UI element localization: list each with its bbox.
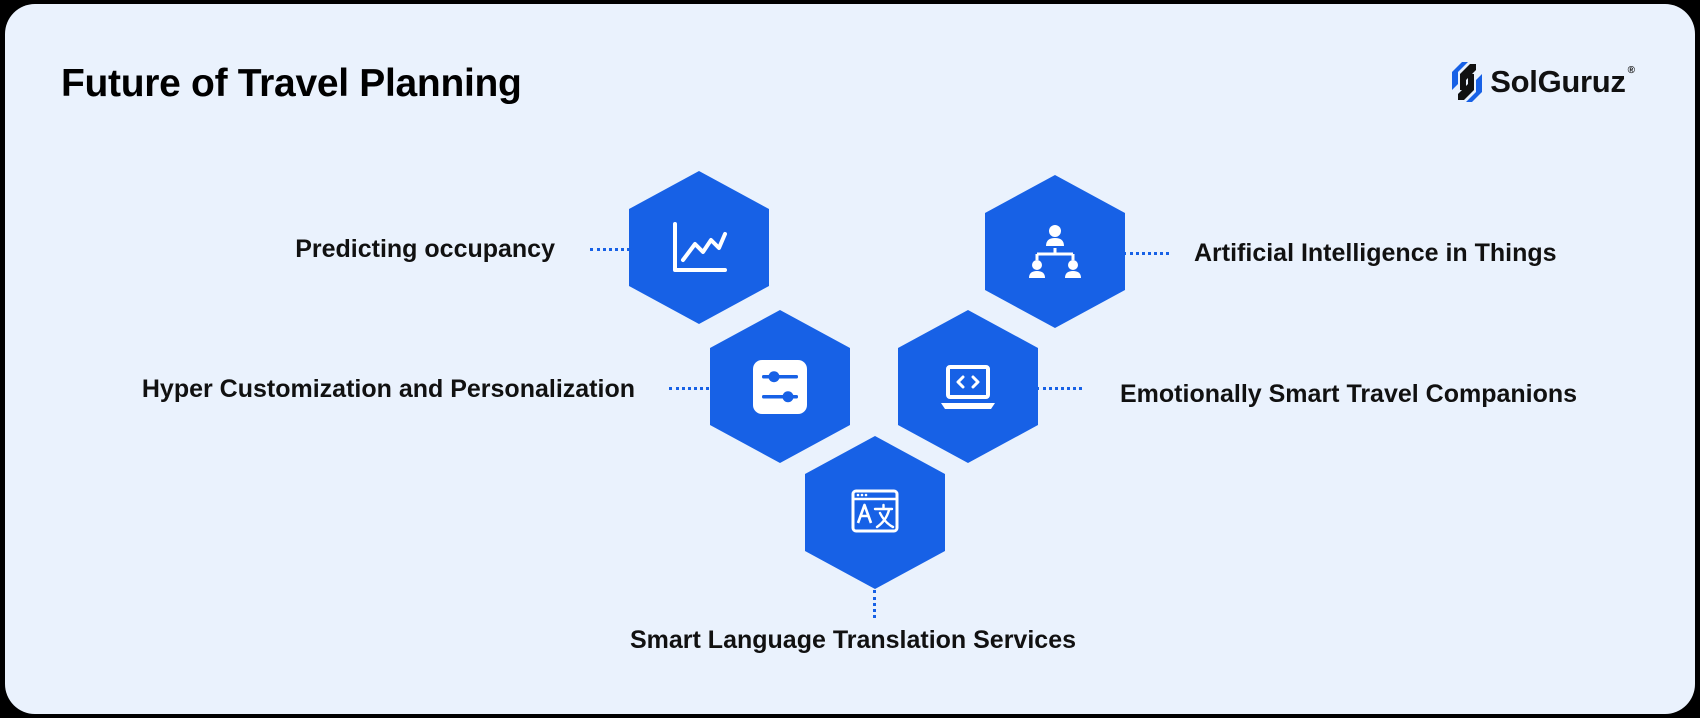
label-emotionally-smart-companions: Emotionally Smart Travel Companions	[1120, 380, 1578, 408]
translate-icon	[851, 489, 899, 532]
sliders-icon	[753, 359, 807, 414]
registered-mark: ®	[1627, 64, 1635, 76]
connector-emotionally-smart-companions	[1036, 387, 1082, 390]
connector-predicting-occupancy	[590, 248, 636, 251]
hexagon-ai-in-things	[985, 175, 1125, 328]
line-chart-icon	[673, 221, 727, 272]
hexagon-smart-translation	[805, 436, 945, 589]
infographic-card: Future of Travel Planning SolGuruz ® Pre…	[5, 4, 1695, 714]
connector-smart-translation	[873, 590, 876, 618]
label-predicting-occupancy: Predicting occupancy	[295, 235, 555, 263]
connector-ai-in-things	[1123, 252, 1169, 255]
hexagon-emotionally-smart-companions	[898, 310, 1038, 463]
hexagon-predicting-occupancy	[629, 171, 769, 324]
laptop-code-icon	[941, 364, 995, 409]
solguruz-logo-mark-icon	[1452, 62, 1483, 102]
hierarchy-icon	[1029, 224, 1081, 278]
connector-hyper-customization	[669, 387, 715, 390]
hexagon-hyper-customization	[710, 310, 850, 463]
brand-logo: SolGuruz ®	[1448, 58, 1637, 106]
page-title: Future of Travel Planning	[61, 62, 522, 105]
label-ai-in-things: Artificial Intelligence in Things	[1194, 239, 1557, 267]
label-hyper-customization: Hyper Customization and Personalization	[141, 375, 635, 403]
brand-name: SolGuruz	[1490, 64, 1626, 99]
label-smart-translation: Smart Language Translation Services	[630, 626, 1076, 654]
